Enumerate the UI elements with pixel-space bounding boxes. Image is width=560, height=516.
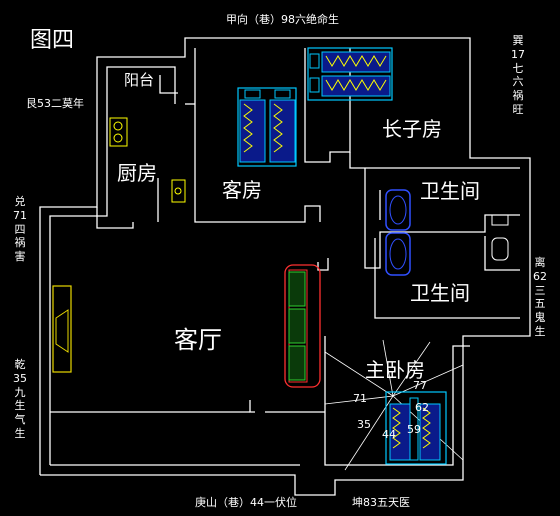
son-bed-icon — [307, 47, 393, 101]
bathtub-1-icon — [385, 189, 411, 231]
room-label-balcony: 阳台 — [124, 71, 155, 89]
sector-number: 62 — [415, 401, 429, 414]
compass-left-year-label: 艮53二莫年 — [26, 97, 84, 110]
sector-number: 77 — [413, 379, 427, 392]
compass-right-top-label: 巽17七六祸旺 — [511, 34, 525, 116]
master-bed-icon — [385, 391, 447, 465]
compass-bottom-right-label: 坤83五天医 — [352, 496, 410, 509]
toilet-icon — [491, 214, 509, 261]
room-label-guest-room: 客房 — [222, 178, 262, 202]
compass-left-lower-label: 乾35九生气生 — [13, 358, 27, 440]
sector-number: 71 — [353, 392, 367, 405]
guest-bed-icon — [237, 87, 297, 167]
sink-icon — [171, 179, 186, 203]
room-label-living-room: 客厅 — [174, 326, 222, 354]
sector-number: 59 — [407, 423, 421, 436]
room-label-master-bedroom: 主卧房 — [365, 358, 425, 382]
compass-right-middle-label: 离62三五鬼生 — [533, 256, 547, 338]
stove-icon — [109, 117, 128, 147]
walls — [39, 37, 531, 496]
bathtub-2-icon — [385, 232, 411, 276]
room-label-kitchen: 厨房 — [117, 161, 157, 185]
room-label-eldest-son-room: 长子房 — [382, 117, 442, 141]
room-label-bathroom-2: 卫生间 — [410, 281, 470, 305]
sector-number: 35 — [357, 418, 371, 431]
compass-bottom-left-label: 庚山（巷）44一伏位 — [195, 496, 297, 509]
figure-label: 图四 — [30, 28, 75, 53]
sector-number: 44 — [382, 428, 396, 441]
room-label-bathroom-1: 卫生间 — [420, 179, 480, 203]
balcony-railing — [159, 75, 178, 94]
compass-top-label: 甲向（巷）98六绝命生 — [226, 13, 339, 26]
sofa-icon — [284, 264, 321, 388]
tv-icon — [52, 285, 72, 373]
compass-left-upper-label: 兑71四祸害 — [13, 195, 27, 263]
